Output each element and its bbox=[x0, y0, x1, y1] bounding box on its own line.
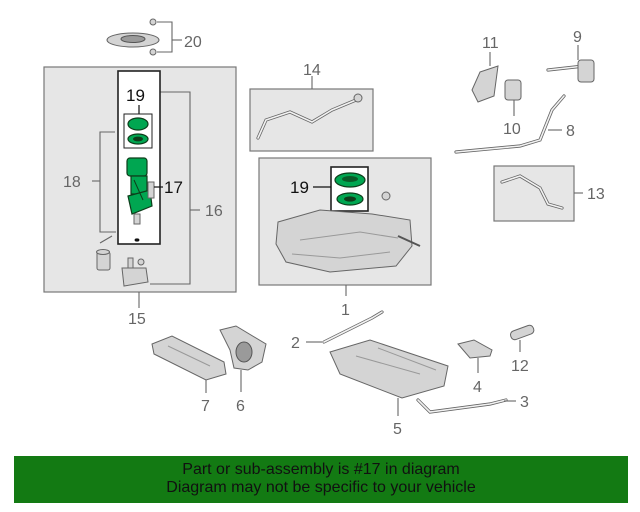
callout-5[interactable]: 5 bbox=[393, 421, 402, 438]
banner-line-1: Part or sub-assembly is #17 in diagram bbox=[182, 461, 460, 478]
tank-band-part-2 bbox=[322, 310, 384, 344]
fuel-pump-part bbox=[126, 157, 155, 225]
fuel-pump-bracket-part bbox=[121, 257, 149, 287]
bracket-part-4 bbox=[457, 339, 493, 359]
callout-8[interactable]: 8 bbox=[566, 123, 575, 140]
callout-6[interactable]: 6 bbox=[236, 398, 245, 415]
bracket-part-11 bbox=[471, 65, 499, 103]
callout-15[interactable]: 15 bbox=[128, 311, 146, 328]
callout-14[interactable]: 14 bbox=[303, 62, 321, 79]
lock-ring-part bbox=[127, 117, 149, 131]
callout-10[interactable]: 10 bbox=[503, 121, 521, 138]
protector-part-6 bbox=[219, 325, 267, 371]
callout-18[interactable]: 18 bbox=[63, 174, 81, 191]
callout-9[interactable]: 9 bbox=[573, 29, 582, 46]
clip-part-10 bbox=[504, 79, 522, 101]
fuel-pump-cover-plate-part bbox=[106, 18, 160, 56]
under-cover-part-5 bbox=[329, 339, 449, 399]
callout-16[interactable]: 16 bbox=[205, 203, 223, 220]
callout-13[interactable]: 13 bbox=[587, 186, 605, 203]
callout-1[interactable]: 1 bbox=[341, 302, 350, 319]
callout-20[interactable]: 20 bbox=[184, 34, 202, 51]
callout-2[interactable]: 2 bbox=[291, 335, 300, 352]
heat-insulator-part-7 bbox=[151, 335, 227, 381]
fuel-tube-part-8 bbox=[454, 94, 566, 154]
info-banner: Part or sub-assembly is #17 in diagram D… bbox=[14, 456, 628, 503]
callout-17[interactable]: 17 bbox=[164, 178, 183, 197]
callout-11[interactable]: 11 bbox=[482, 35, 499, 52]
clamp-part-12 bbox=[509, 324, 535, 341]
fuel-filter-part bbox=[96, 249, 111, 271]
fuel-tank-part bbox=[275, 191, 421, 273]
callout-3[interactable]: 3 bbox=[520, 394, 529, 411]
banner-line-2: Diagram may not be specific to your vehi… bbox=[166, 479, 476, 496]
tube-part-3 bbox=[416, 398, 508, 414]
callout-19-right[interactable]: 19 bbox=[290, 178, 309, 197]
callout-19-left[interactable]: 19 bbox=[126, 86, 145, 105]
callout-4[interactable]: 4 bbox=[473, 379, 482, 396]
parts-diagram: 19 17 18 16 15 20 14 bbox=[43, 18, 605, 438]
callout-12[interactable]: 12 bbox=[511, 358, 529, 375]
hose-panel-13 bbox=[493, 165, 575, 222]
filler-neck-part-9 bbox=[546, 59, 595, 83]
callout-7[interactable]: 7 bbox=[201, 398, 210, 415]
